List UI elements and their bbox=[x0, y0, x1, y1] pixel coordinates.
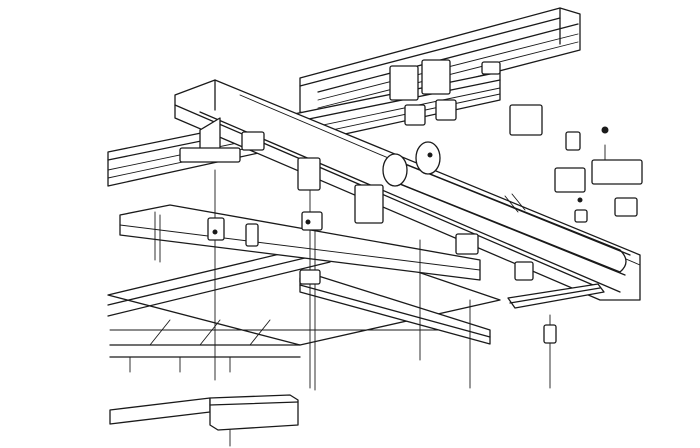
right-strut bbox=[507, 283, 605, 309]
fittings bbox=[179, 59, 643, 344]
horizontal-pipe bbox=[382, 141, 631, 276]
bottom-left-beam bbox=[109, 394, 299, 431]
